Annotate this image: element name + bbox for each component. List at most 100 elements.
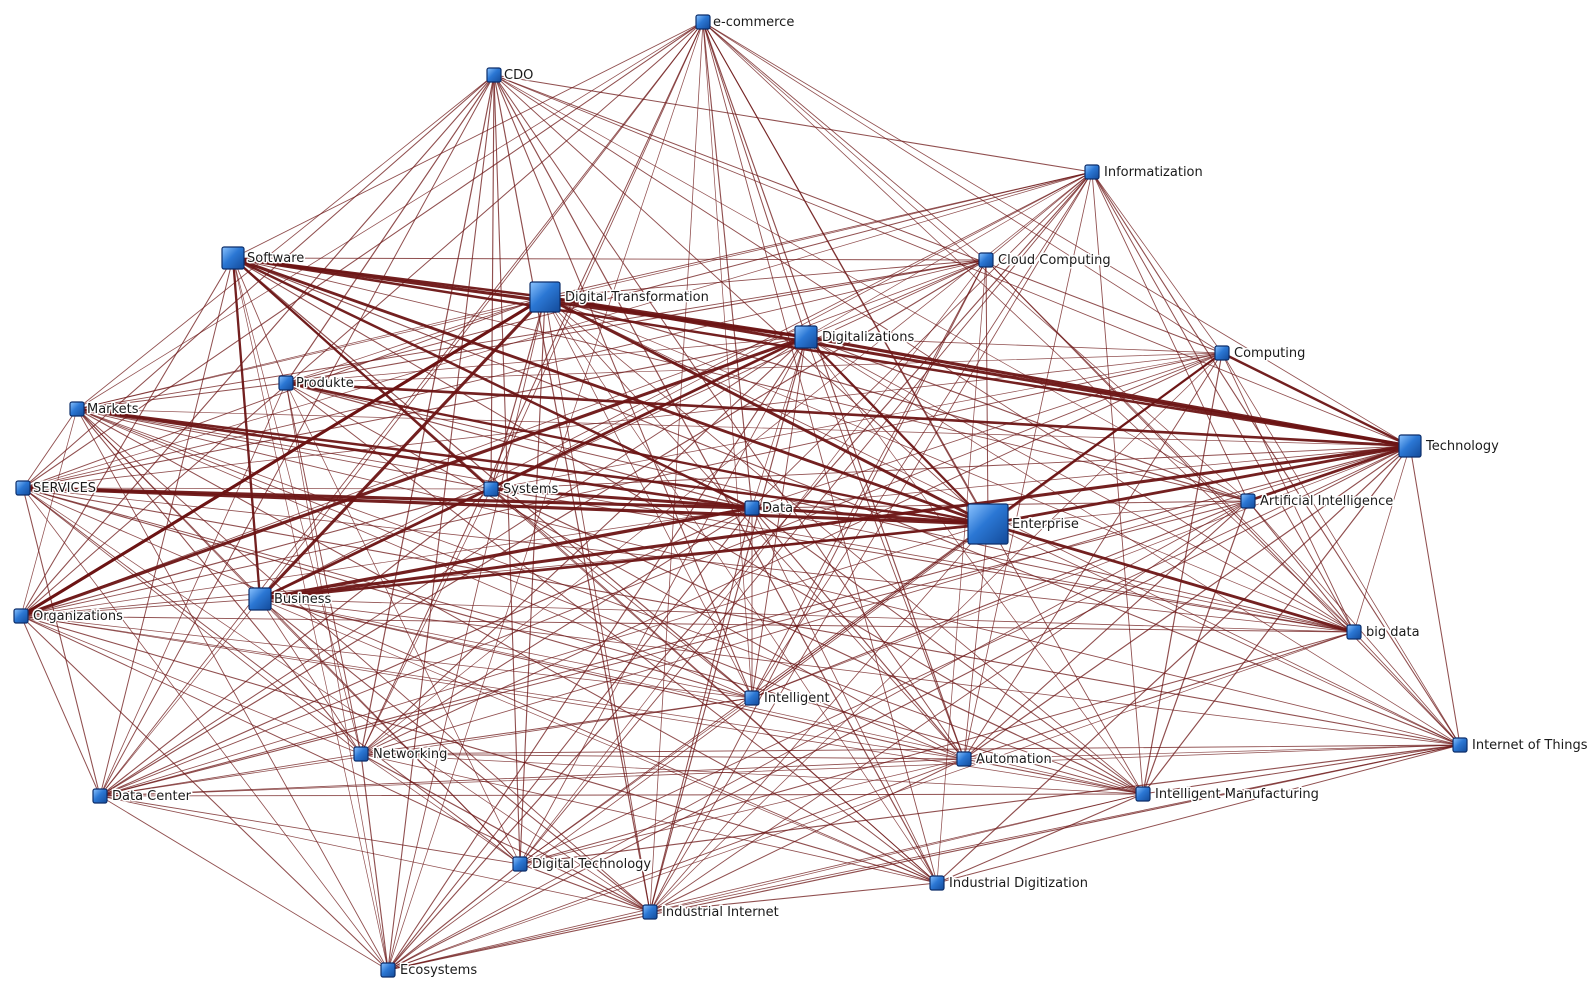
network-edge [490,171,1093,490]
network-edge [387,171,1093,971]
network-edge [76,408,965,760]
node-marker [1398,434,1422,458]
node-big-data: big data [1346,624,1421,642]
strong-network-edge [258,506,754,601]
node-intelligent: Intelligent [744,690,831,708]
network-edge [544,296,1355,633]
node-produkte: Produkte [278,375,355,393]
network-edge [285,296,546,384]
node-marker [221,246,245,270]
strong-network-edge [231,256,990,526]
network-edge [544,296,1144,795]
node-label: Digitalizations [822,330,914,345]
node-data: Data [744,500,795,518]
node-intelligent-manufacturing: Intelligent Manufacturing [1135,786,1320,804]
network-edge [1409,445,1461,746]
network-edge [751,352,1223,509]
network-edge [963,744,1461,760]
node-label: Software [247,251,304,266]
network-edge [963,758,1144,795]
node-marker [278,375,294,391]
node-label: Enterprise [1012,517,1079,532]
node-enterprise: Enterprise [967,503,1080,545]
network-edge [805,336,1461,746]
network-edge [360,352,1223,755]
strong-network-edge [19,295,547,618]
network-edge [285,382,938,884]
node-digitalizations: Digitalizations [794,325,916,349]
node-label: Systems [503,482,558,497]
network-edge [99,445,1411,797]
node-marker [956,751,972,767]
network-edge [99,697,753,797]
network-edge [259,171,1093,600]
node-layer: e-commerceCDOInformatizationSoftwareDigi… [13,14,1589,980]
network-edge [751,445,1411,699]
network-edge [20,507,753,617]
network-edge [76,408,362,755]
node-marker [695,14,711,30]
network-edge [751,507,965,760]
network-edge [20,74,495,617]
network-edge [99,507,753,797]
network-edge [99,795,389,971]
network-edge [493,74,938,884]
node-label: Intelligent [764,691,830,706]
network-edge [963,171,1093,760]
network-edge [20,615,389,971]
network-edge [1142,500,1249,795]
network-edge [805,336,1249,502]
network-edge [490,488,1144,795]
network-edge [360,336,807,755]
strong-network-edge [21,486,990,526]
network-edge [1142,445,1411,795]
network-edge [259,598,938,884]
node-label: Informatization [1104,165,1203,180]
network-edge [387,507,753,971]
node-label: Cloud Computing [998,253,1111,268]
network-edge [649,793,1144,913]
strong-network-edge [258,295,547,601]
network-edge [99,758,965,797]
node-cloud-computing: Cloud Computing [978,252,1112,270]
network-edge [963,523,989,760]
network-edge [360,753,389,971]
network-edge [20,615,965,760]
node-label: Networking [373,747,447,762]
node-label: Internet of Things [1472,738,1588,753]
network-edge [22,259,987,489]
strong-network-edge [258,522,990,601]
network-edge [805,259,987,338]
network-edge [22,487,1355,633]
network-edge [963,445,1411,760]
network-edge [259,598,362,755]
network-edge [493,74,521,865]
network-edge [20,352,1223,617]
network-edge [751,500,1249,699]
network-edge [259,21,704,600]
node-label: Organizations [33,609,123,624]
node-industrial-internet: Industrial Internet [642,904,780,922]
network-edge [519,863,651,913]
strong-network-edge [258,444,1412,601]
network-edge [20,615,938,884]
network-edge [76,408,389,971]
node-ecosystems: Ecosystems [380,962,479,980]
node-marker [929,875,945,891]
network-edge [20,615,362,755]
network-edge [544,296,651,913]
network-edge [519,697,753,865]
node-label: Industrial Internet [662,905,779,920]
network-edge [259,598,965,760]
network-edge [649,758,965,913]
node-marker [92,788,108,804]
strong-network-edge [75,407,990,526]
network-edge [285,382,521,865]
network-edge [20,615,651,913]
node-marker [1346,624,1362,640]
node-marker [744,690,760,706]
network-edge [76,408,938,884]
network-edge [493,74,753,699]
network-edge [360,753,521,865]
network-edge [285,382,965,760]
